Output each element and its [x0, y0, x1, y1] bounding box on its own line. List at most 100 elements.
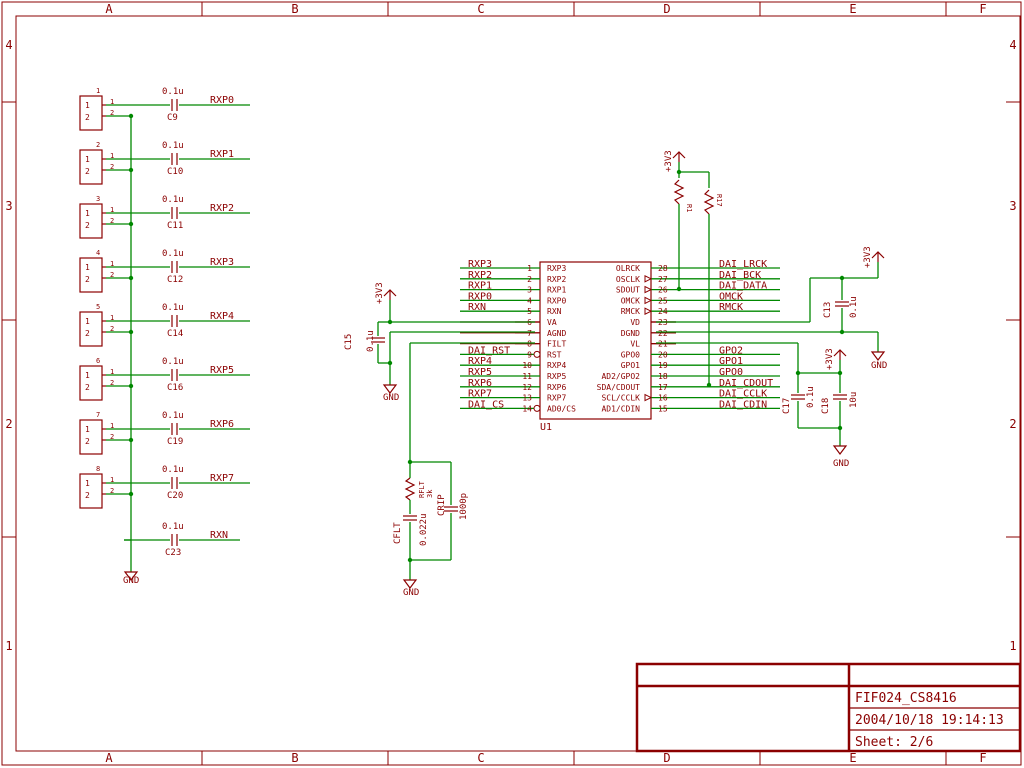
- pin-number: 25: [658, 296, 668, 305]
- net-label: RXP4: [210, 311, 234, 322]
- c15-value: 0.1u: [366, 330, 376, 352]
- connector-pin1-num: 1: [110, 260, 114, 268]
- cap-value: 0.1u: [162, 87, 184, 97]
- row-label-left: 3: [5, 199, 12, 213]
- rxn-capacitor[interactable]: 0.1u C23 RXN: [124, 522, 240, 558]
- pin-net: GPO1: [719, 356, 743, 367]
- pin-number: 2: [527, 275, 532, 284]
- svg-text:GND: GND: [123, 576, 139, 586]
- pin-number: 1: [527, 264, 532, 273]
- net-label: RXP5: [210, 365, 234, 376]
- pin-net: RXP7: [468, 389, 492, 400]
- pin-name: OMCK: [621, 296, 640, 305]
- connector-pin1-num: 1: [110, 98, 114, 106]
- connector-pin2: 2: [85, 167, 90, 176]
- pin-net: DAI_LRCK: [719, 259, 767, 270]
- c15-gnd: GND: [383, 393, 399, 403]
- pin-name: GPO1: [621, 361, 640, 370]
- c17-c18-decoupling[interactable]: +3V3 GND C17 0.1u C18 10u: [656, 342, 859, 469]
- left-ground-bus: GND: [123, 115, 139, 586]
- pin-number: 26: [658, 286, 668, 295]
- pin-name: GPO0: [621, 350, 640, 359]
- rxn-cap-value: 0.1u: [162, 522, 184, 532]
- pin-net: DAI_CDOUT: [719, 378, 773, 389]
- connector-pin1-num: 1: [110, 206, 114, 214]
- sheet-number: Sheet: 2/6: [855, 735, 933, 750]
- column-label-top: D: [663, 2, 670, 16]
- cap-value: 0.1u: [162, 141, 184, 151]
- pin-net: RXN: [468, 302, 486, 313]
- pin-name: AGND: [547, 329, 566, 338]
- pin-name: OSCLK: [616, 275, 640, 284]
- rxn-cap-ref: C23: [165, 548, 181, 558]
- pin-name: SCL/CCLK: [601, 394, 640, 403]
- pll-filter-network[interactable]: GND RFLT 3k CFLT 0.022u CRIP 1000p: [393, 342, 535, 598]
- column-label-top: B: [291, 2, 298, 16]
- connector-pin2-num: 2: [110, 163, 114, 171]
- pin-number: 9: [527, 350, 532, 359]
- c18-ref: C18: [821, 398, 831, 414]
- pullup-resistors[interactable]: +3V3 R1 R17: [664, 150, 723, 388]
- pin-name: RXP5: [547, 372, 566, 381]
- cflt-value: 0.022u: [419, 513, 429, 546]
- pin-number: 7: [527, 329, 532, 338]
- input-connector-array: 112120.1uC9RXP0212120.1uC10RXP1312120.1u…: [79, 87, 250, 509]
- pin-net: DAI_RST: [468, 345, 510, 356]
- pin-number: 3: [527, 286, 532, 295]
- connector-number: 6: [96, 357, 100, 365]
- row-label-right: 3: [1009, 199, 1016, 213]
- pin-net: RXP1: [468, 281, 492, 292]
- pin-number: 21: [658, 340, 668, 349]
- pin-name: SDOUT: [616, 286, 640, 295]
- pin-number: 13: [522, 394, 532, 403]
- connector-pin1: 1: [85, 101, 90, 110]
- c15-decoupling[interactable]: +3V3 GND C15 0.1u: [344, 282, 535, 403]
- net-label: RXP0: [210, 95, 234, 106]
- pin-number: 10: [522, 361, 532, 370]
- pin-number: 22: [658, 329, 668, 338]
- c17-supply: +3V3: [825, 348, 835, 370]
- connector-pin2: 2: [85, 221, 90, 230]
- crip-ref: CRIP: [437, 494, 447, 516]
- chip-pin-7[interactable]: 7 AGND: [460, 329, 566, 338]
- pin-name: VD: [630, 318, 640, 327]
- cap-ref: C10: [167, 167, 183, 177]
- chip-pin-22[interactable]: 22 DGND: [621, 329, 676, 338]
- pin-name: RXP3: [547, 264, 566, 273]
- pin-name: DGND: [621, 329, 640, 338]
- c13-decoupling[interactable]: +3V3 GND C13 0.1u: [656, 246, 887, 371]
